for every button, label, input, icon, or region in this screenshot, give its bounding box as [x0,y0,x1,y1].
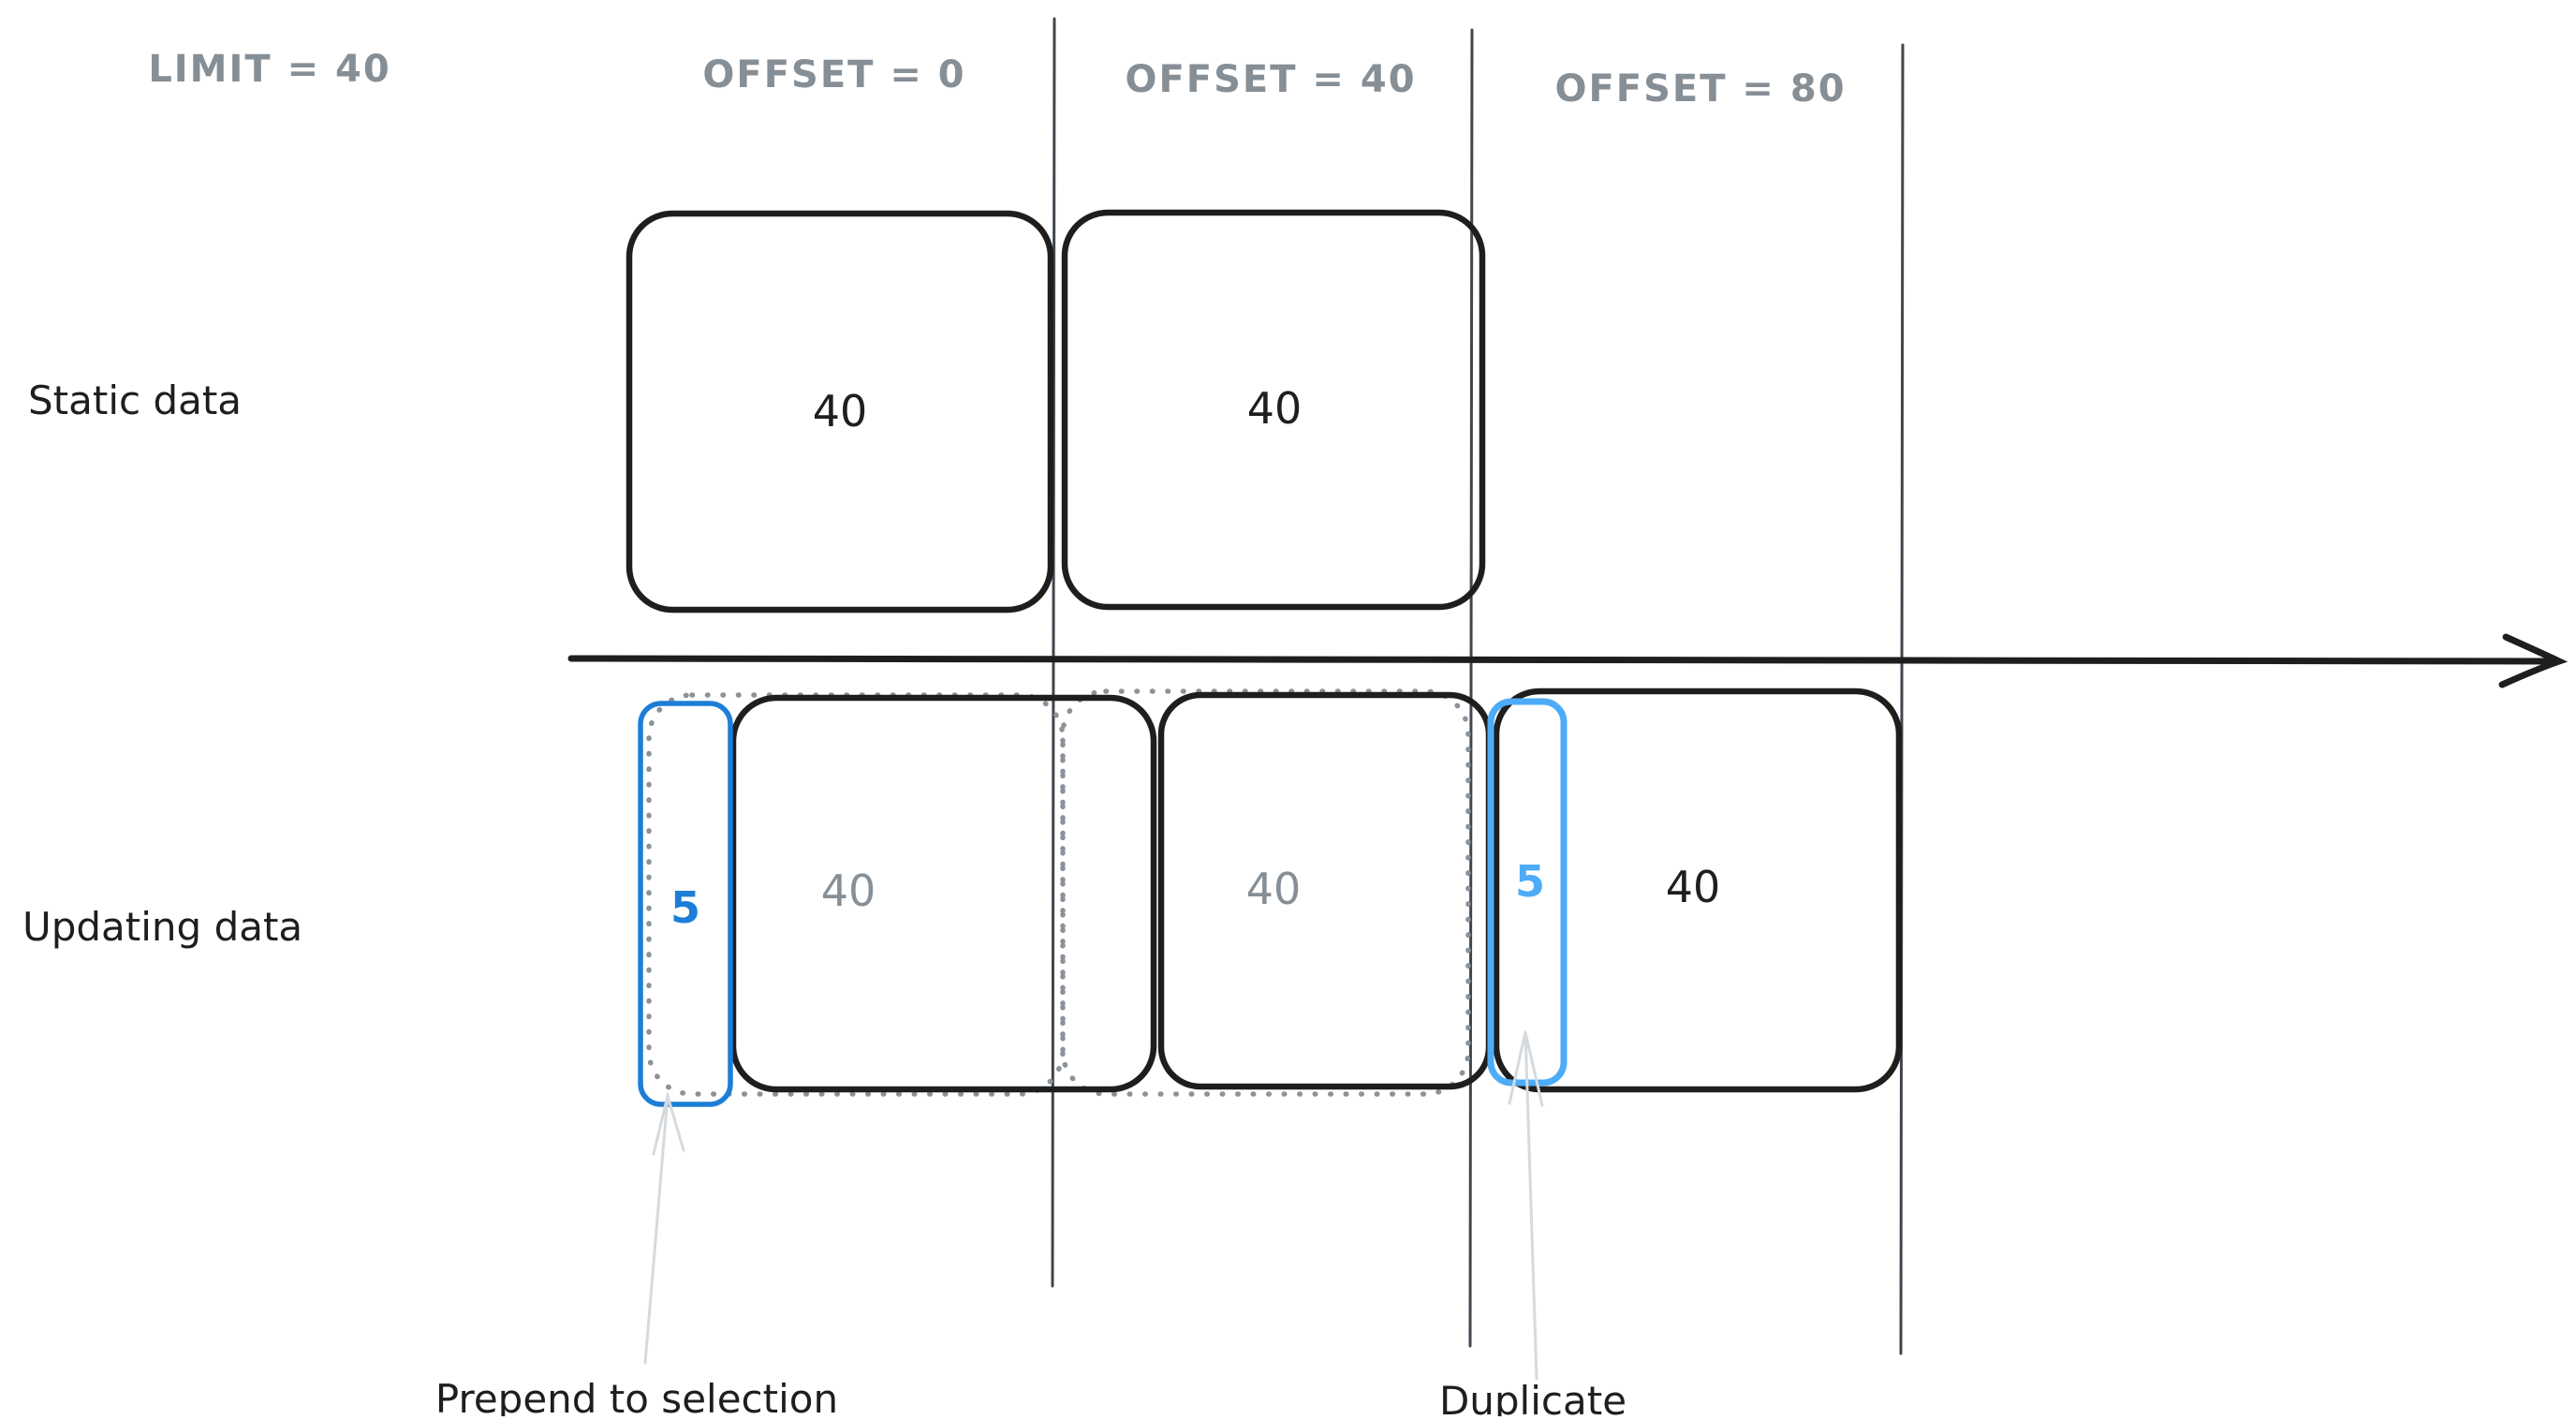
updating-page-1-box [729,694,1157,1093]
updating-page-1-count: 40 [821,865,876,916]
prepend-annotation-label: Prepend to selection [435,1376,838,1416]
prepend-arrowhead-icon [652,1090,685,1156]
updating-row-label: Updating data [22,904,302,950]
duplicate-annotation-arrow [1508,1030,1544,1381]
static-page-2-count: 40 [1247,383,1303,434]
updating-page-2-count: 40 [1246,864,1302,914]
updating-page-2-box [1157,691,1493,1090]
static-page-1-count: 40 [813,386,868,436]
updating-page-3-box [1493,688,1903,1093]
prepended-items-box [638,701,733,1107]
offset-0-label: OFFSET = 0 [702,53,965,96]
static-row-label: Static data [28,377,242,423]
prepended-items-count: 5 [670,882,700,933]
offset-80-label: OFFSET = 80 [1554,67,1846,111]
duplicate-annotation-label: Duplicate [1439,1378,1627,1416]
timeline-axis [567,655,2556,665]
old-page-2-dotted-box [1060,688,1471,1097]
duplicate-items-count: 5 [1515,856,1545,907]
offset-40-label: OFFSET = 40 [1125,58,1416,101]
divider-line-offset-120 [1899,43,1905,1355]
static-page-2-box [1061,209,1486,611]
updating-page-3-count: 40 [1666,862,1721,912]
timeline-arrowhead-icon [2498,633,2569,688]
prepend-annotation-arrow [643,1090,685,1365]
divider-line-offset-80 [1468,28,1474,1348]
limit-label: LIMIT = 40 [148,48,390,91]
static-page-1-box [626,210,1054,614]
duplicate-arrowhead-icon [1508,1031,1544,1107]
old-page-1-dotted-box [646,692,1066,1097]
divider-line-offset-40 [1051,17,1056,1288]
